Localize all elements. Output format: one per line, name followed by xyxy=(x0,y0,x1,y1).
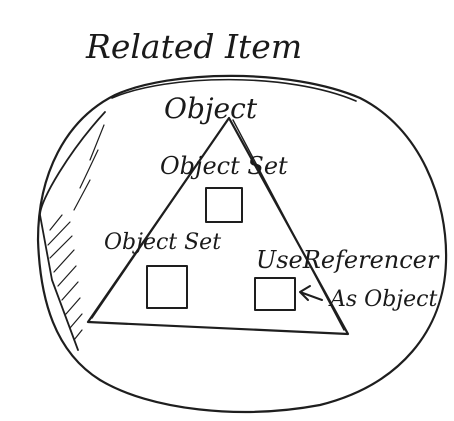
shaded-crescent-outline xyxy=(39,111,106,351)
left-square xyxy=(146,265,188,309)
top-object-label: Object xyxy=(164,92,258,125)
shaded-crescent-hatching xyxy=(47,124,105,341)
use-referencer-label: UseReferencer xyxy=(256,246,440,274)
outer-circle xyxy=(36,74,448,413)
diagram-title: Related Item xyxy=(85,27,302,66)
object-set-top-label: Object Set xyxy=(160,152,288,180)
as-object-label: As Object xyxy=(328,287,437,312)
triangle xyxy=(86,116,350,336)
triangle-second-stroke xyxy=(91,119,345,331)
top-square xyxy=(205,187,243,223)
object-set-left-label: Object Set xyxy=(104,230,221,255)
outer-circle-second-stroke xyxy=(111,78,357,102)
right-square xyxy=(254,277,296,311)
pointer-arrow xyxy=(299,285,323,301)
